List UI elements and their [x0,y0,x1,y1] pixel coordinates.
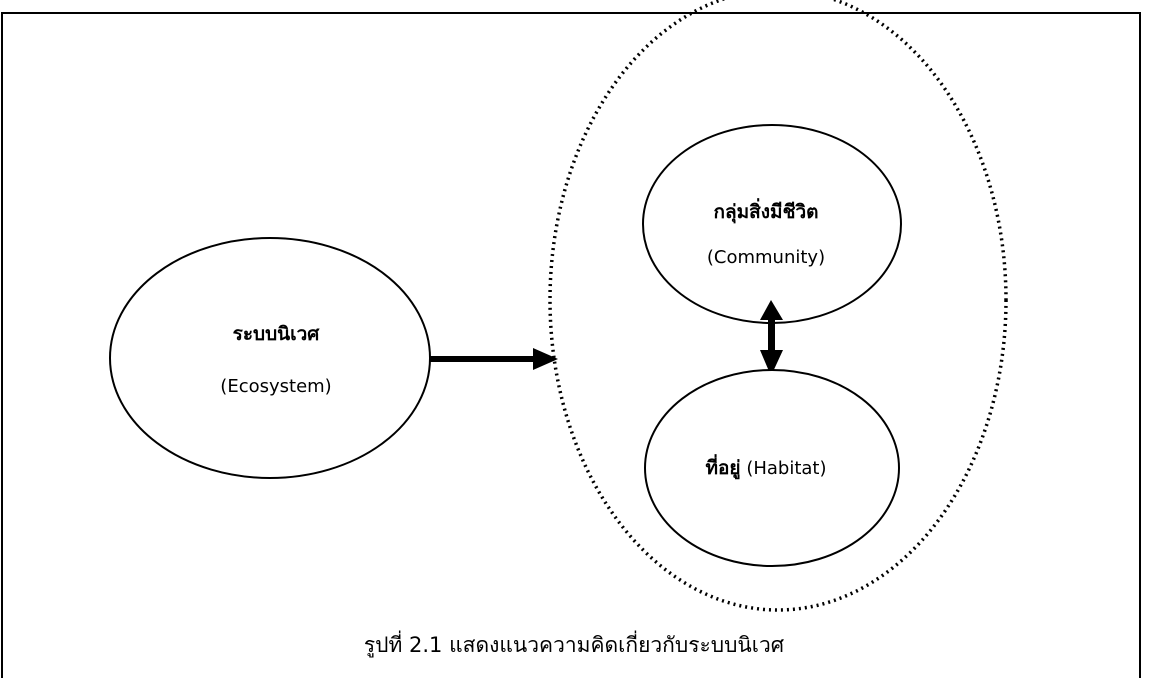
ecosystem-ellipse [109,237,431,479]
community-title: กลุ่มสิ่งมีชีวิต [714,198,819,224]
double-arrow-head-down [760,350,783,376]
ecosystem-subtitle: (Ecosystem) [220,376,331,397]
ecosystem-to-group-arrow [430,348,558,370]
community-habitat-double-arrow [760,300,783,376]
habitat-node: ที่อยู่ (Habitat) [644,369,900,567]
habitat-subtitle: (Habitat) [746,458,826,479]
habitat-ellipse [644,369,900,567]
community-ellipse [642,124,902,324]
figure-caption: รูปที่ 2.1 แสดงแนวความคิดเกี่ยวกับระบบนิ… [364,630,785,658]
dotted-group-ellipse [548,0,1008,612]
double-arrow-shaft [768,318,775,352]
arrow-shaft [430,356,536,362]
community-subtitle: (Community) [707,247,825,268]
figure-frame [1,12,1141,678]
habitat-title: ที่อยู่ [706,454,741,480]
habitat-label: ที่อยู่ (Habitat) [706,454,827,480]
community-node: กลุ่มสิ่งมีชีวิต (Community) [642,124,902,324]
double-arrow-head-up [760,300,783,320]
ecosystem-title: ระบบนิเวศ [233,323,321,345]
ecosystem-node: ระบบนิเวศ (Ecosystem) [109,237,431,479]
arrow-head [533,348,558,370]
